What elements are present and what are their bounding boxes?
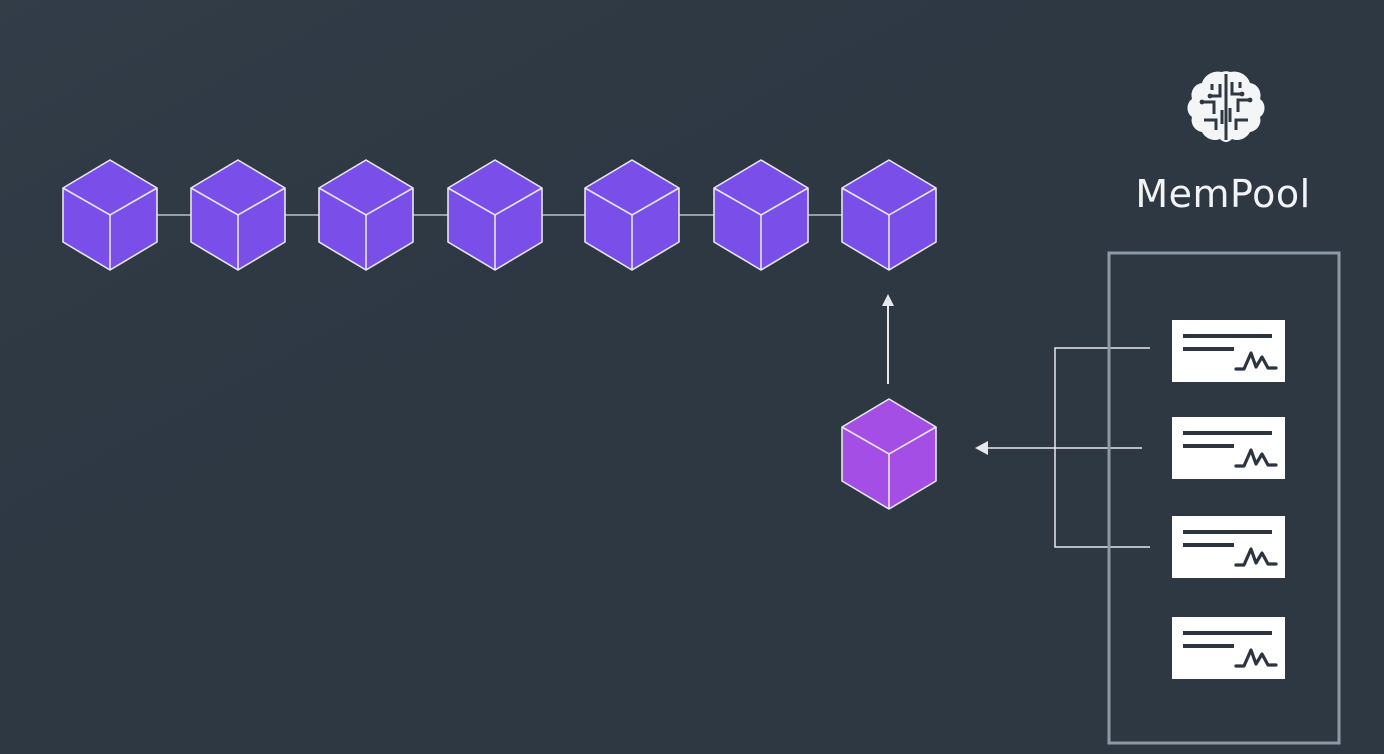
transaction-card-3 [1172, 516, 1285, 578]
mempool-container [1107, 251, 1341, 745]
arrow-left-icon [975, 441, 988, 455]
chain-block-5 [584, 159, 680, 271]
chain-block-1 [62, 159, 158, 271]
signature-icon [1234, 547, 1278, 567]
signature-icon [1234, 351, 1278, 371]
mempool-title: MemPool [1135, 172, 1311, 216]
signature-icon [1234, 648, 1278, 668]
candidate-block-cube [841, 398, 937, 510]
transaction-card-1 [1172, 320, 1285, 382]
transaction-list [1172, 320, 1285, 679]
candidate-block [841, 398, 937, 510]
transaction-card-2 [1172, 417, 1285, 479]
blockchain [62, 159, 937, 271]
transaction-card-4 [1172, 617, 1285, 679]
chain-block-7 [841, 159, 937, 271]
brain-icon [1187, 71, 1265, 142]
chain-block-3 [318, 159, 414, 271]
selection-bracket [1054, 347, 1150, 548]
chain-block-4 [447, 159, 543, 271]
arrow-up-icon [882, 294, 894, 306]
signature-icon [1234, 448, 1278, 468]
chain-block-2 [190, 159, 286, 271]
chain-block-6 [713, 159, 809, 271]
